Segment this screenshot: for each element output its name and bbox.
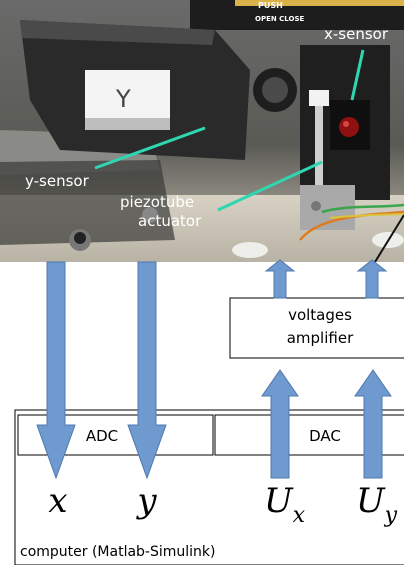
y-sensor-tag-tape (85, 118, 170, 130)
y-sensor-label: y-sensor (25, 172, 90, 190)
device-open-close-text: OPEN CLOSE (255, 15, 304, 23)
base-shadow (0, 160, 175, 245)
signal-y-symbol: y (135, 481, 157, 521)
piezotube-leader-line (217, 160, 323, 212)
x-sensor-label: x-sensor (324, 25, 389, 43)
arrow-uy-up (354, 369, 392, 479)
bolt-2 (142, 207, 158, 223)
voltages-amplifier-box (229, 297, 404, 359)
device-top-label-strip (235, 0, 404, 6)
amplifier-label-line2: amplifier (287, 329, 354, 347)
wire-green (321, 203, 404, 214)
y-sensor-leader-line (94, 126, 206, 170)
y-sensor-top-face (20, 20, 215, 45)
arrow-y-down (127, 261, 167, 480)
arrow-ux-up (261, 369, 299, 479)
piezotube-cap (309, 90, 329, 106)
dac-label: DAC (309, 427, 341, 445)
experimental-setup-photo: PUSH OPEN CLOSE Y x-sensor y-sensor piez… (0, 0, 404, 262)
signal-x-symbol: x (48, 481, 67, 521)
bolt-1-head (74, 232, 86, 244)
wire-black (374, 214, 404, 262)
adc-label: ADC (86, 427, 118, 445)
arrow-amp-to-actuator-left (264, 259, 296, 299)
wire-yellow (329, 213, 404, 219)
post-1 (232, 242, 268, 258)
piezotube-label-line1: piezotube (120, 193, 194, 211)
clamp-screw (311, 201, 321, 211)
wire-orange (299, 210, 404, 241)
device-push-text: PUSH (258, 1, 283, 10)
arrow-amp-to-actuator-right (356, 259, 388, 299)
y-sensor-handwritten-y: Y (115, 85, 131, 113)
signal-uy-symbol: Uy (356, 481, 398, 528)
piezotube-rod (315, 100, 323, 200)
x-sensor-leader-line (350, 49, 365, 101)
arrow-x-down (36, 261, 76, 480)
signal-ux-symbol: Ux (264, 481, 306, 528)
amplifier-label-line1: voltages (288, 306, 352, 324)
piezotube-label-line2: actuator (138, 212, 202, 230)
y-sensor-lens (262, 77, 288, 103)
x-sensor-lens-glint (343, 121, 349, 127)
computer-label: computer (Matlab-Simulink) (20, 544, 216, 560)
